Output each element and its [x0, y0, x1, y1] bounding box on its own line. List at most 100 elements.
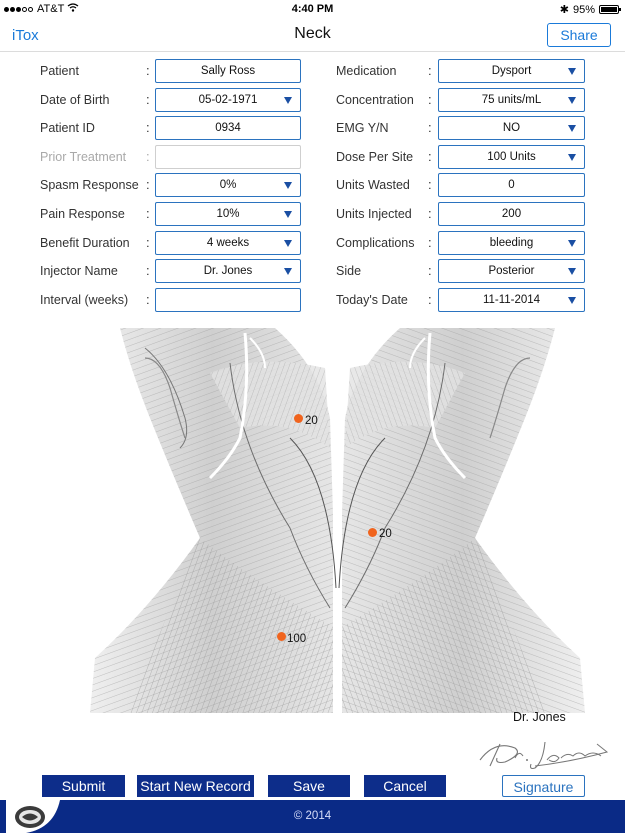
- dropdown-arrow-icon: [568, 97, 576, 104]
- spasm-response-label: Spasm Response: [40, 178, 139, 192]
- prior-treatment-label: Prior Treatment: [40, 150, 127, 164]
- patient-value: Sally Ross: [200, 65, 256, 77]
- dose-per-site-dropdown[interactable]: 100 Units: [438, 145, 585, 169]
- patient-label: Patient: [40, 64, 79, 78]
- form-row-todays-date: Today's Date:11-11-2014: [0, 288, 625, 312]
- signature-button[interactable]: Signature: [502, 775, 585, 797]
- colon-separator: :: [428, 292, 432, 307]
- injector-name-label: Injector Name: [40, 264, 118, 278]
- units-injected-field[interactable]: 200: [438, 202, 585, 226]
- colon-separator: :: [146, 263, 150, 278]
- patient-id-field[interactable]: 0934: [155, 116, 301, 140]
- dropdown-arrow-icon: [568, 268, 576, 275]
- injector-name-value: Dr. Jones: [203, 265, 253, 277]
- form-row-units-injected: Units Injected:200: [0, 202, 625, 226]
- form-row-emg: EMG Y/N:NO: [0, 116, 625, 140]
- emg-dropdown[interactable]: NO: [438, 116, 585, 140]
- bluetooth-icon: ✱: [559, 4, 569, 16]
- dob-dropdown[interactable]: 05-02-1971: [155, 88, 301, 112]
- patient-field[interactable]: Sally Ross: [155, 59, 301, 83]
- complications-dropdown[interactable]: bleeding: [438, 231, 585, 255]
- status-time: 4:40 PM: [291, 3, 334, 15]
- spasm-response-dropdown[interactable]: 0%: [155, 173, 301, 197]
- footer-bar: © 2014: [0, 800, 625, 833]
- pain-response-dropdown[interactable]: 10%: [155, 202, 301, 226]
- handwritten-signature: [479, 741, 609, 770]
- app-logo-icon: [6, 800, 60, 833]
- units-injected-label: Units Injected: [336, 207, 412, 221]
- patient-id-value: 0934: [215, 122, 241, 134]
- side-label: Side: [336, 264, 362, 278]
- neck-muscle-illustration[interactable]: 20 20 100: [90, 328, 585, 743]
- benefit-duration-label: Benefit Duration: [40, 236, 130, 250]
- submit-button[interactable]: Submit: [42, 775, 125, 797]
- complications-value: bleeding: [489, 237, 534, 249]
- units-wasted-field[interactable]: 0: [438, 173, 585, 197]
- dob-label: Date of Birth: [40, 93, 110, 107]
- cancel-button[interactable]: Cancel: [364, 775, 446, 797]
- back-button[interactable]: iTox: [12, 27, 39, 44]
- navigation-bar: iTox Neck Share: [0, 20, 625, 52]
- complications-label: Complications: [336, 236, 415, 250]
- concentration-dropdown[interactable]: 75 units/mL: [438, 88, 585, 112]
- dose-per-site-value: 100 Units: [487, 151, 536, 163]
- form-row-side: Side: Posterior: [0, 259, 625, 283]
- todays-date-value: 11-11-2014: [482, 294, 541, 306]
- dropdown-arrow-icon: [284, 268, 292, 275]
- colon-separator: :: [146, 92, 150, 107]
- form-row-interval-weeks: Interval (weeks):: [0, 288, 625, 312]
- dropdown-arrow-icon: [284, 182, 292, 189]
- colon-separator: :: [428, 235, 432, 250]
- page-title: Neck: [294, 25, 331, 42]
- status-bar: AT&T 4:40 PM ✱ 95%: [0, 0, 625, 20]
- colon-separator: :: [428, 92, 432, 107]
- start-new-record-button[interactable]: Start New Record: [137, 775, 254, 797]
- dropdown-arrow-icon: [284, 97, 292, 104]
- form-row-complications: Complications: bleeding: [0, 231, 625, 255]
- colon-separator: :: [146, 149, 150, 164]
- dropdown-arrow-icon: [568, 154, 576, 161]
- pain-response-value: 10%: [216, 208, 240, 220]
- form-row-spasm-response: Spasm Response:0%: [0, 173, 625, 197]
- dose-per-site-label: Dose Per Site: [336, 150, 414, 164]
- form-row-injector-name: Injector Name: Dr. Jones: [0, 259, 625, 283]
- form-row-concentration: Concentration: 75 units/mL: [0, 88, 625, 112]
- dropdown-arrow-icon: [568, 297, 576, 304]
- share-button[interactable]: Share: [547, 23, 611, 47]
- medication-label: Medication: [336, 64, 397, 78]
- dropdown-arrow-icon: [284, 240, 292, 247]
- injection-site-dot[interactable]: [277, 632, 286, 641]
- concentration-value: 75 units/mL: [481, 94, 542, 106]
- interval-weeks-field[interactable]: [155, 288, 301, 312]
- injector-name-dropdown[interactable]: Dr. Jones: [155, 259, 301, 283]
- prior-treatment-field[interactable]: [155, 145, 301, 169]
- injection-site-label: 20: [379, 528, 392, 540]
- colon-separator: :: [146, 63, 150, 78]
- side-dropdown[interactable]: Posterior: [438, 259, 585, 283]
- form-row-prior-treatment: Prior Treatment:: [0, 145, 625, 169]
- dropdown-arrow-icon: [284, 211, 292, 218]
- wifi-icon: [67, 3, 79, 15]
- save-button[interactable]: Save: [268, 775, 350, 797]
- concentration-label: Concentration: [336, 93, 414, 107]
- form-row-dob: Date of Birth:05-02-1971: [0, 88, 625, 112]
- benefit-duration-dropdown[interactable]: 4 weeks: [155, 231, 301, 255]
- signal-strength-icon: [4, 3, 34, 15]
- injection-site-label: 100: [287, 633, 307, 645]
- colon-separator: :: [428, 263, 432, 278]
- units-injected-value: 200: [501, 208, 522, 220]
- form-row-dose-per-site: Dose Per Site: 100 Units: [0, 145, 625, 169]
- dropdown-arrow-icon: [568, 125, 576, 132]
- colon-separator: :: [146, 292, 150, 307]
- colon-separator: :: [428, 120, 432, 135]
- benefit-duration-value: 4 weeks: [206, 237, 250, 249]
- todays-date-dropdown[interactable]: 11-11-2014: [438, 288, 585, 312]
- injection-site-dot[interactable]: [294, 414, 303, 423]
- medication-dropdown[interactable]: Dysport: [438, 59, 585, 83]
- neck-anatomy-image: [90, 328, 585, 713]
- injection-site-dot[interactable]: [368, 528, 377, 537]
- signature-name: Dr. Jones: [513, 710, 566, 724]
- colon-separator: :: [428, 177, 432, 192]
- colon-separator: :: [146, 177, 150, 192]
- dropdown-arrow-icon: [568, 240, 576, 247]
